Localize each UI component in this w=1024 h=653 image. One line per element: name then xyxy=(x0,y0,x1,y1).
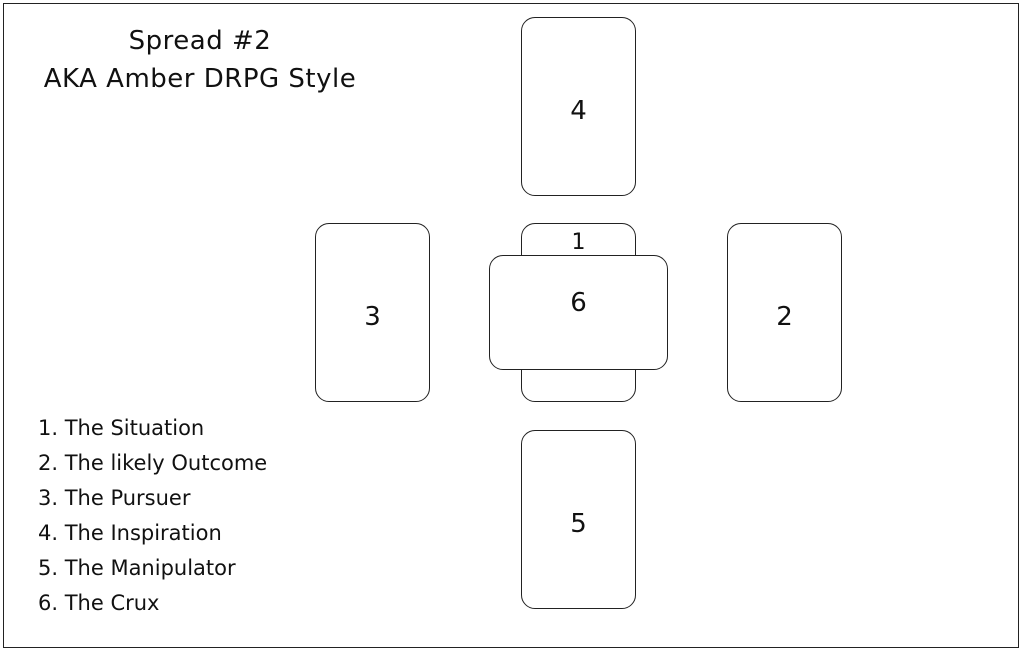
card-position-3: 3 xyxy=(315,223,430,402)
card-number-1: 1 xyxy=(571,230,586,255)
card-position-5: 5 xyxy=(521,430,636,609)
card-position-6: 6 xyxy=(489,255,668,370)
legend-item: 4. The Inspiration xyxy=(38,521,222,545)
spread-subtitle: AKA Amber DRPG Style xyxy=(43,64,357,94)
legend-item: 1. The Situation xyxy=(38,416,205,440)
card-position-2: 2 xyxy=(727,223,842,402)
card-number-3: 3 xyxy=(364,302,381,332)
diagram-frame xyxy=(3,3,1019,648)
card-number-6: 6 xyxy=(570,288,587,318)
card-number-2: 2 xyxy=(776,302,793,332)
spread-title: Spread #2 xyxy=(128,26,272,56)
position-legend: 1. The Situation 2. The likely Outcome 3… xyxy=(38,411,267,621)
legend-item: 5. The Manipulator xyxy=(38,556,236,580)
card-number-4: 4 xyxy=(570,96,587,126)
legend-item: 3. The Pursuer xyxy=(38,486,191,510)
card-position-4: 4 xyxy=(521,17,636,196)
legend-item: 6. The Crux xyxy=(38,591,160,615)
legend-item: 2. The likely Outcome xyxy=(38,451,268,475)
card-number-5: 5 xyxy=(570,509,587,539)
